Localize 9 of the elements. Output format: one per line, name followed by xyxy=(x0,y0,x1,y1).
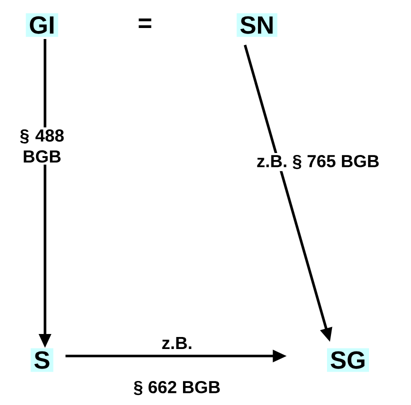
term-box: SG xyxy=(327,348,369,372)
edge-label: z.B. xyxy=(160,335,194,351)
equals-sign: = xyxy=(138,18,152,28)
term-box: SN xyxy=(236,13,278,37)
term-box: GI xyxy=(26,13,58,37)
term-box: S xyxy=(30,348,54,372)
section-label: § 662 BGB xyxy=(134,380,220,396)
edge-label: z.B. § 765 BGB xyxy=(254,152,382,172)
edge-label: § 488 BGB xyxy=(17,127,67,165)
